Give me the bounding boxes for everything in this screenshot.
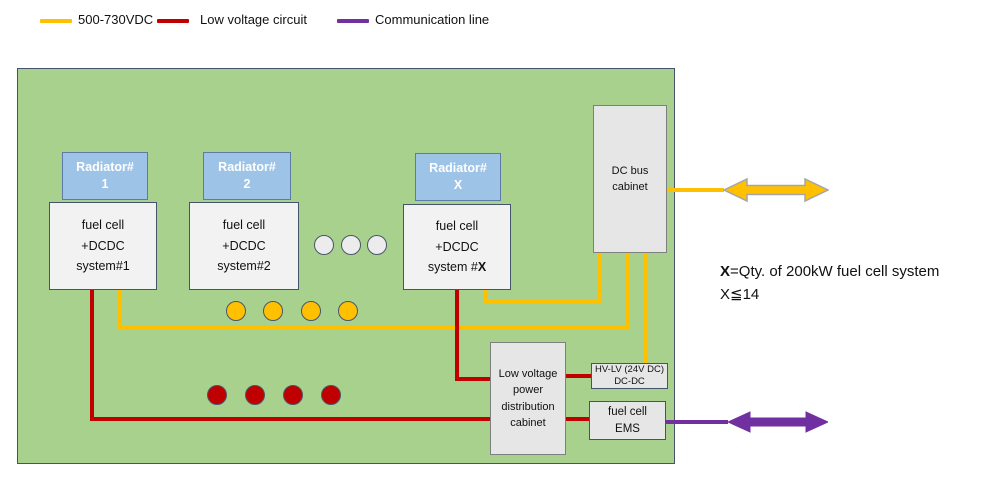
radiator-2-label-line1: Radiator# — [218, 159, 276, 174]
lv-wire-cabinet-to-hvlv — [566, 374, 591, 378]
radiator-2-box: Radiator# 2 — [203, 152, 291, 200]
hv-line-swatch — [40, 19, 72, 23]
hv-wire-fcx-drop — [484, 289, 488, 304]
fc2-line1: fuel cell — [222, 218, 266, 233]
ems-line1: fuel cell — [608, 405, 647, 418]
radiator-x-label-line1: Radiator# — [429, 160, 487, 175]
lv-cab-line4: cabinet — [510, 417, 546, 429]
fc1-line3: system#1 — [76, 259, 130, 274]
radiator-1-box: Radiator# 1 — [62, 152, 148, 200]
fcx-line3: system #X — [427, 260, 487, 275]
fcx-line1: fuel cell — [435, 219, 479, 234]
hv-bus-ellipsis-dot — [301, 301, 321, 321]
lv-distribution-cabinet-box: Low voltage power distribution cabinet — [490, 342, 566, 455]
fuel-cell-system-x-box: fuel cell +DCDC system #X — [403, 204, 511, 290]
hv-wire-main-bus — [118, 326, 630, 330]
hv-bus-ellipsis-dot — [226, 301, 246, 321]
lv-wire-main-bus — [90, 417, 492, 421]
hv-wire-bus-to-cabinet — [626, 253, 630, 330]
fuel-cell-ellipsis-dot — [341, 235, 361, 255]
radiator-2-label-line2: 2 — [243, 177, 251, 191]
hv-wire-cabinet-output — [667, 188, 724, 192]
fc2-line3: system#2 — [217, 259, 271, 274]
fc2-line2: +DCDC — [222, 238, 266, 253]
lv-wire-fcx-drop — [455, 288, 459, 381]
hv-wire-fc1-drop — [118, 288, 122, 330]
lv-cab-line3: distribution — [501, 400, 555, 413]
hv-wire-fcx-to-cabinet — [598, 253, 602, 304]
lv-cab-line2: power — [513, 384, 543, 396]
lv-bus-ellipsis-dot — [245, 385, 265, 405]
lv-wire-cabinet-to-ems — [566, 417, 589, 421]
radiator-1-label-line2: 1 — [101, 177, 109, 191]
radiator-1-label-line1: Radiator# — [76, 159, 134, 174]
fc1-line1: fuel cell — [81, 218, 125, 233]
dc-bus-line1: DC bus — [611, 164, 649, 177]
fc1-line2: +DCDC — [81, 238, 125, 253]
hv-dc-external-double-arrow — [723, 177, 829, 203]
fuel-cell-ems-box: fuel cell EMS — [589, 401, 666, 440]
quantity-annotation: X=Qty. of 200kW fuel cell system X≦14 — [720, 261, 939, 306]
lv-bus-ellipsis-dot — [207, 385, 227, 405]
hv-wire-cabinet-to-hvlv — [643, 253, 647, 365]
annotation-line1: X=Qty. of 200kW fuel cell system — [720, 263, 940, 280]
lv-wire-fc1-drop — [90, 288, 94, 421]
hvlv-line2: DC-DC — [614, 376, 645, 387]
hv-bus-ellipsis-dot — [263, 301, 283, 321]
legend-label-comm: Communication line — [375, 12, 490, 27]
annotation-line2: X≦14 — [720, 285, 760, 303]
hv-lv-dcdc-converter-box: HV-LV (24V DC) DC-DC — [591, 363, 668, 389]
comm-external-double-arrow — [728, 411, 828, 433]
fuel-cell-system-2-box: fuel cell +DCDC system#2 — [189, 202, 299, 290]
fuel-cell-ellipsis-dot — [314, 235, 334, 255]
fuel-cell-ellipsis-dot — [367, 235, 387, 255]
radiator-x-box: Radiator# X — [415, 153, 501, 201]
hv-bus-ellipsis-dot — [338, 301, 358, 321]
lv-cab-line1: Low voltage — [498, 367, 558, 380]
lv-bus-ellipsis-dot — [283, 385, 303, 405]
dc-bus-line2: cabinet — [612, 181, 648, 193]
comm-wire-ems-output — [666, 420, 728, 424]
comm-line-swatch — [337, 19, 369, 23]
legend-label-hv: 500-730VDC — [78, 12, 154, 27]
fuel-cell-system-1-box: fuel cell +DCDC system#1 — [49, 202, 157, 290]
ems-line2: EMS — [615, 422, 640, 435]
hv-wire-fcx-bus — [484, 300, 602, 304]
lv-bus-ellipsis-dot — [321, 385, 341, 405]
lv-line-swatch — [157, 19, 189, 23]
fcx-line2: +DCDC — [435, 239, 479, 254]
legend-label-lv: Low voltage circuit — [200, 12, 307, 27]
hvlv-line1: HV-LV (24V DC) — [595, 363, 664, 375]
lv-wire-fcx-to-cabinet — [455, 377, 492, 381]
dc-bus-cabinet-box: DC bus cabinet — [593, 105, 667, 253]
radiator-x-label-line2: X — [453, 178, 463, 192]
